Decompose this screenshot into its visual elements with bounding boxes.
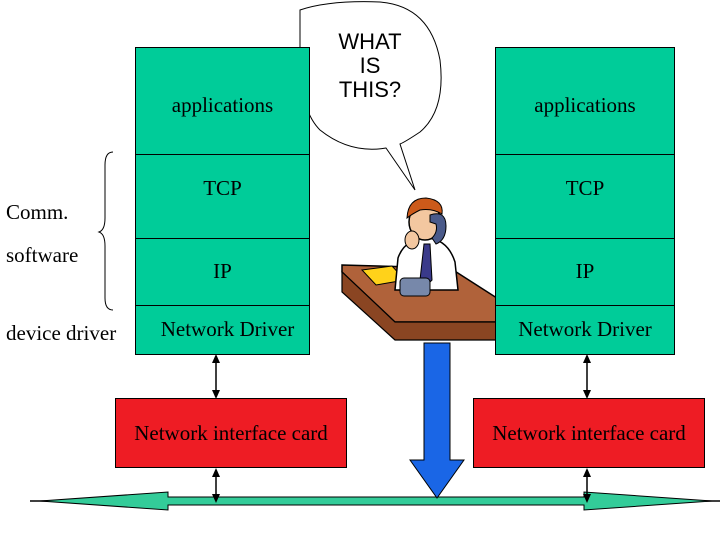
left-tcp-label: TCP [203,176,242,201]
right-network-driver-layer: Network Driver [495,305,675,355]
right-applications-label: applications [534,93,636,118]
blue-down-arrow [409,342,465,499]
left-network-driver-layer: Network Driver [135,305,310,355]
bubble-text: WHAT IS THIS? [318,30,422,101]
right-driver-nic-arrow [583,354,591,399]
left-ip-layer: IP [135,238,310,306]
left-tcp-layer: TCP [135,154,310,239]
right-applications-layer: applications [495,47,675,155]
bubble-line-3: THIS? [338,76,402,102]
speech-bubble [299,1,442,191]
left-applications-label: applications [171,93,274,118]
software-label: software [6,243,79,267]
left-network-driver-label: Network Driver [160,317,295,342]
right-network-driver-label: Network Driver [518,317,652,342]
bubble-line-2: IS [359,52,381,78]
left-network-interface-card: Network interface card [115,398,347,468]
left-applications-layer: applications [135,47,310,155]
network-bus [30,491,720,511]
right-network-interface-card: Network interface card [473,398,705,468]
software-brace [97,151,114,311]
comm-label: Comm. [6,200,69,224]
left-ip-label: IP [213,259,232,284]
right-ip-layer: IP [495,238,675,306]
device-driver-label: device driver [6,321,117,345]
bubble-line-1: WHAT [338,29,402,54]
right-nic-bus-arrow [583,468,591,503]
left-nic-label: Network interface card [134,420,328,445]
right-ip-label: IP [575,259,595,284]
right-nic-label: Network interface card [492,420,686,445]
person-at-desk-on-phone-icon [341,197,501,341]
right-tcp-label: TCP [565,176,605,201]
left-driver-nic-arrow [212,354,220,399]
left-nic-bus-arrow [212,468,220,503]
right-tcp-layer: TCP [495,154,675,239]
